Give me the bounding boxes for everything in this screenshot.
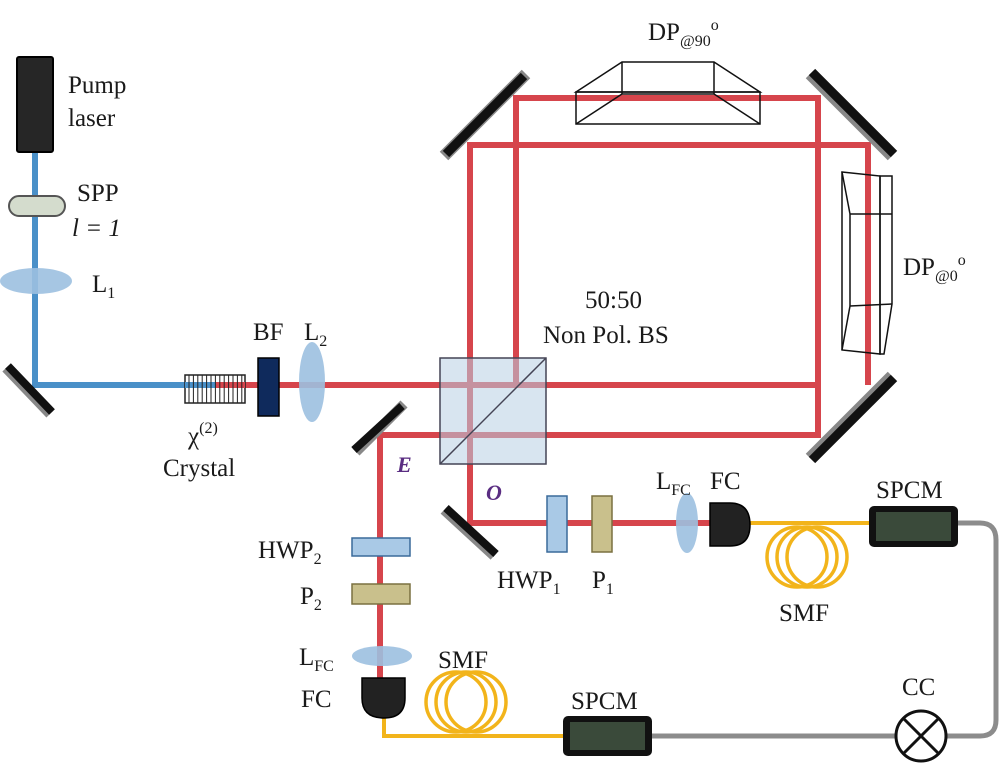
label-p1: P1 xyxy=(592,567,614,598)
label-crystal: Crystal xyxy=(163,455,235,482)
single-mode-fiber-left xyxy=(382,670,565,738)
spcm-top xyxy=(869,506,958,547)
label-hwp1: HWP1 xyxy=(497,567,561,598)
label-bf: BF xyxy=(253,319,284,346)
fiber-coupler-right xyxy=(709,502,751,547)
lens-l2 xyxy=(299,342,325,422)
label-cc: CC xyxy=(902,674,935,701)
mirror-bottom-left xyxy=(2,363,55,418)
nonlinear-crystal xyxy=(184,374,246,404)
label-l1: L1 xyxy=(92,271,115,302)
label-fc-left: FC xyxy=(301,686,332,713)
label-fc-right: FC xyxy=(710,468,741,495)
label-spp-charge: l = 1 xyxy=(72,215,121,242)
label-crystal-chi: χ(2) xyxy=(187,420,218,450)
label-spcm-top: SPCM xyxy=(876,477,943,504)
label-lfc-left: LFC xyxy=(299,644,334,675)
label-smf-right: SMF xyxy=(779,600,829,627)
mirror-top-left xyxy=(439,69,531,161)
lens-lfc-right xyxy=(676,493,698,553)
label-l2: L2 xyxy=(304,319,327,350)
dove-prism-0 xyxy=(841,171,893,355)
label-hwp2: HWP2 xyxy=(258,537,322,568)
mirror-o-port xyxy=(440,505,499,560)
label-lfc-right: LFC xyxy=(656,468,691,499)
spiral-phase-plate xyxy=(8,195,66,217)
label-dp90: DP@90o xyxy=(648,17,719,50)
dove-prism-90 xyxy=(573,61,763,125)
spcm-bottom xyxy=(563,716,652,756)
coincidence-counter xyxy=(894,709,948,763)
fiber-coupler-left xyxy=(361,677,406,719)
lens-lfc-left xyxy=(352,646,412,666)
label-spp: SPP xyxy=(77,180,119,207)
label-bs-ratio: 50:50 xyxy=(585,287,642,314)
polarizer-1 xyxy=(591,495,613,553)
pump-laser xyxy=(16,56,54,153)
polarizer-2 xyxy=(351,583,411,605)
mirror-bottom-right xyxy=(805,371,898,464)
half-wave-plate-2 xyxy=(351,537,411,557)
label-pump-line2: laser xyxy=(68,105,116,132)
label-dp0: DP@0o xyxy=(903,252,966,285)
block-filter xyxy=(257,357,280,417)
label-pump-line1: Pump xyxy=(68,72,126,99)
electronic-cables xyxy=(650,520,999,739)
mirror-top-right xyxy=(805,68,898,161)
lens-l1 xyxy=(0,268,72,294)
label-p2: P2 xyxy=(300,583,322,614)
pump-beam xyxy=(32,150,185,388)
beam-splitter-cube xyxy=(439,357,547,465)
mirror-e-port xyxy=(351,400,408,456)
half-wave-plate-1 xyxy=(546,495,568,553)
label-spcm-bottom: SPCM xyxy=(571,688,638,715)
label-port-o: O xyxy=(486,480,502,505)
label-bs-name: Non Pol. BS xyxy=(543,322,669,349)
label-port-e: E xyxy=(396,452,412,477)
single-mode-fiber-right xyxy=(750,521,872,589)
label-smf-left: SMF xyxy=(438,647,488,674)
